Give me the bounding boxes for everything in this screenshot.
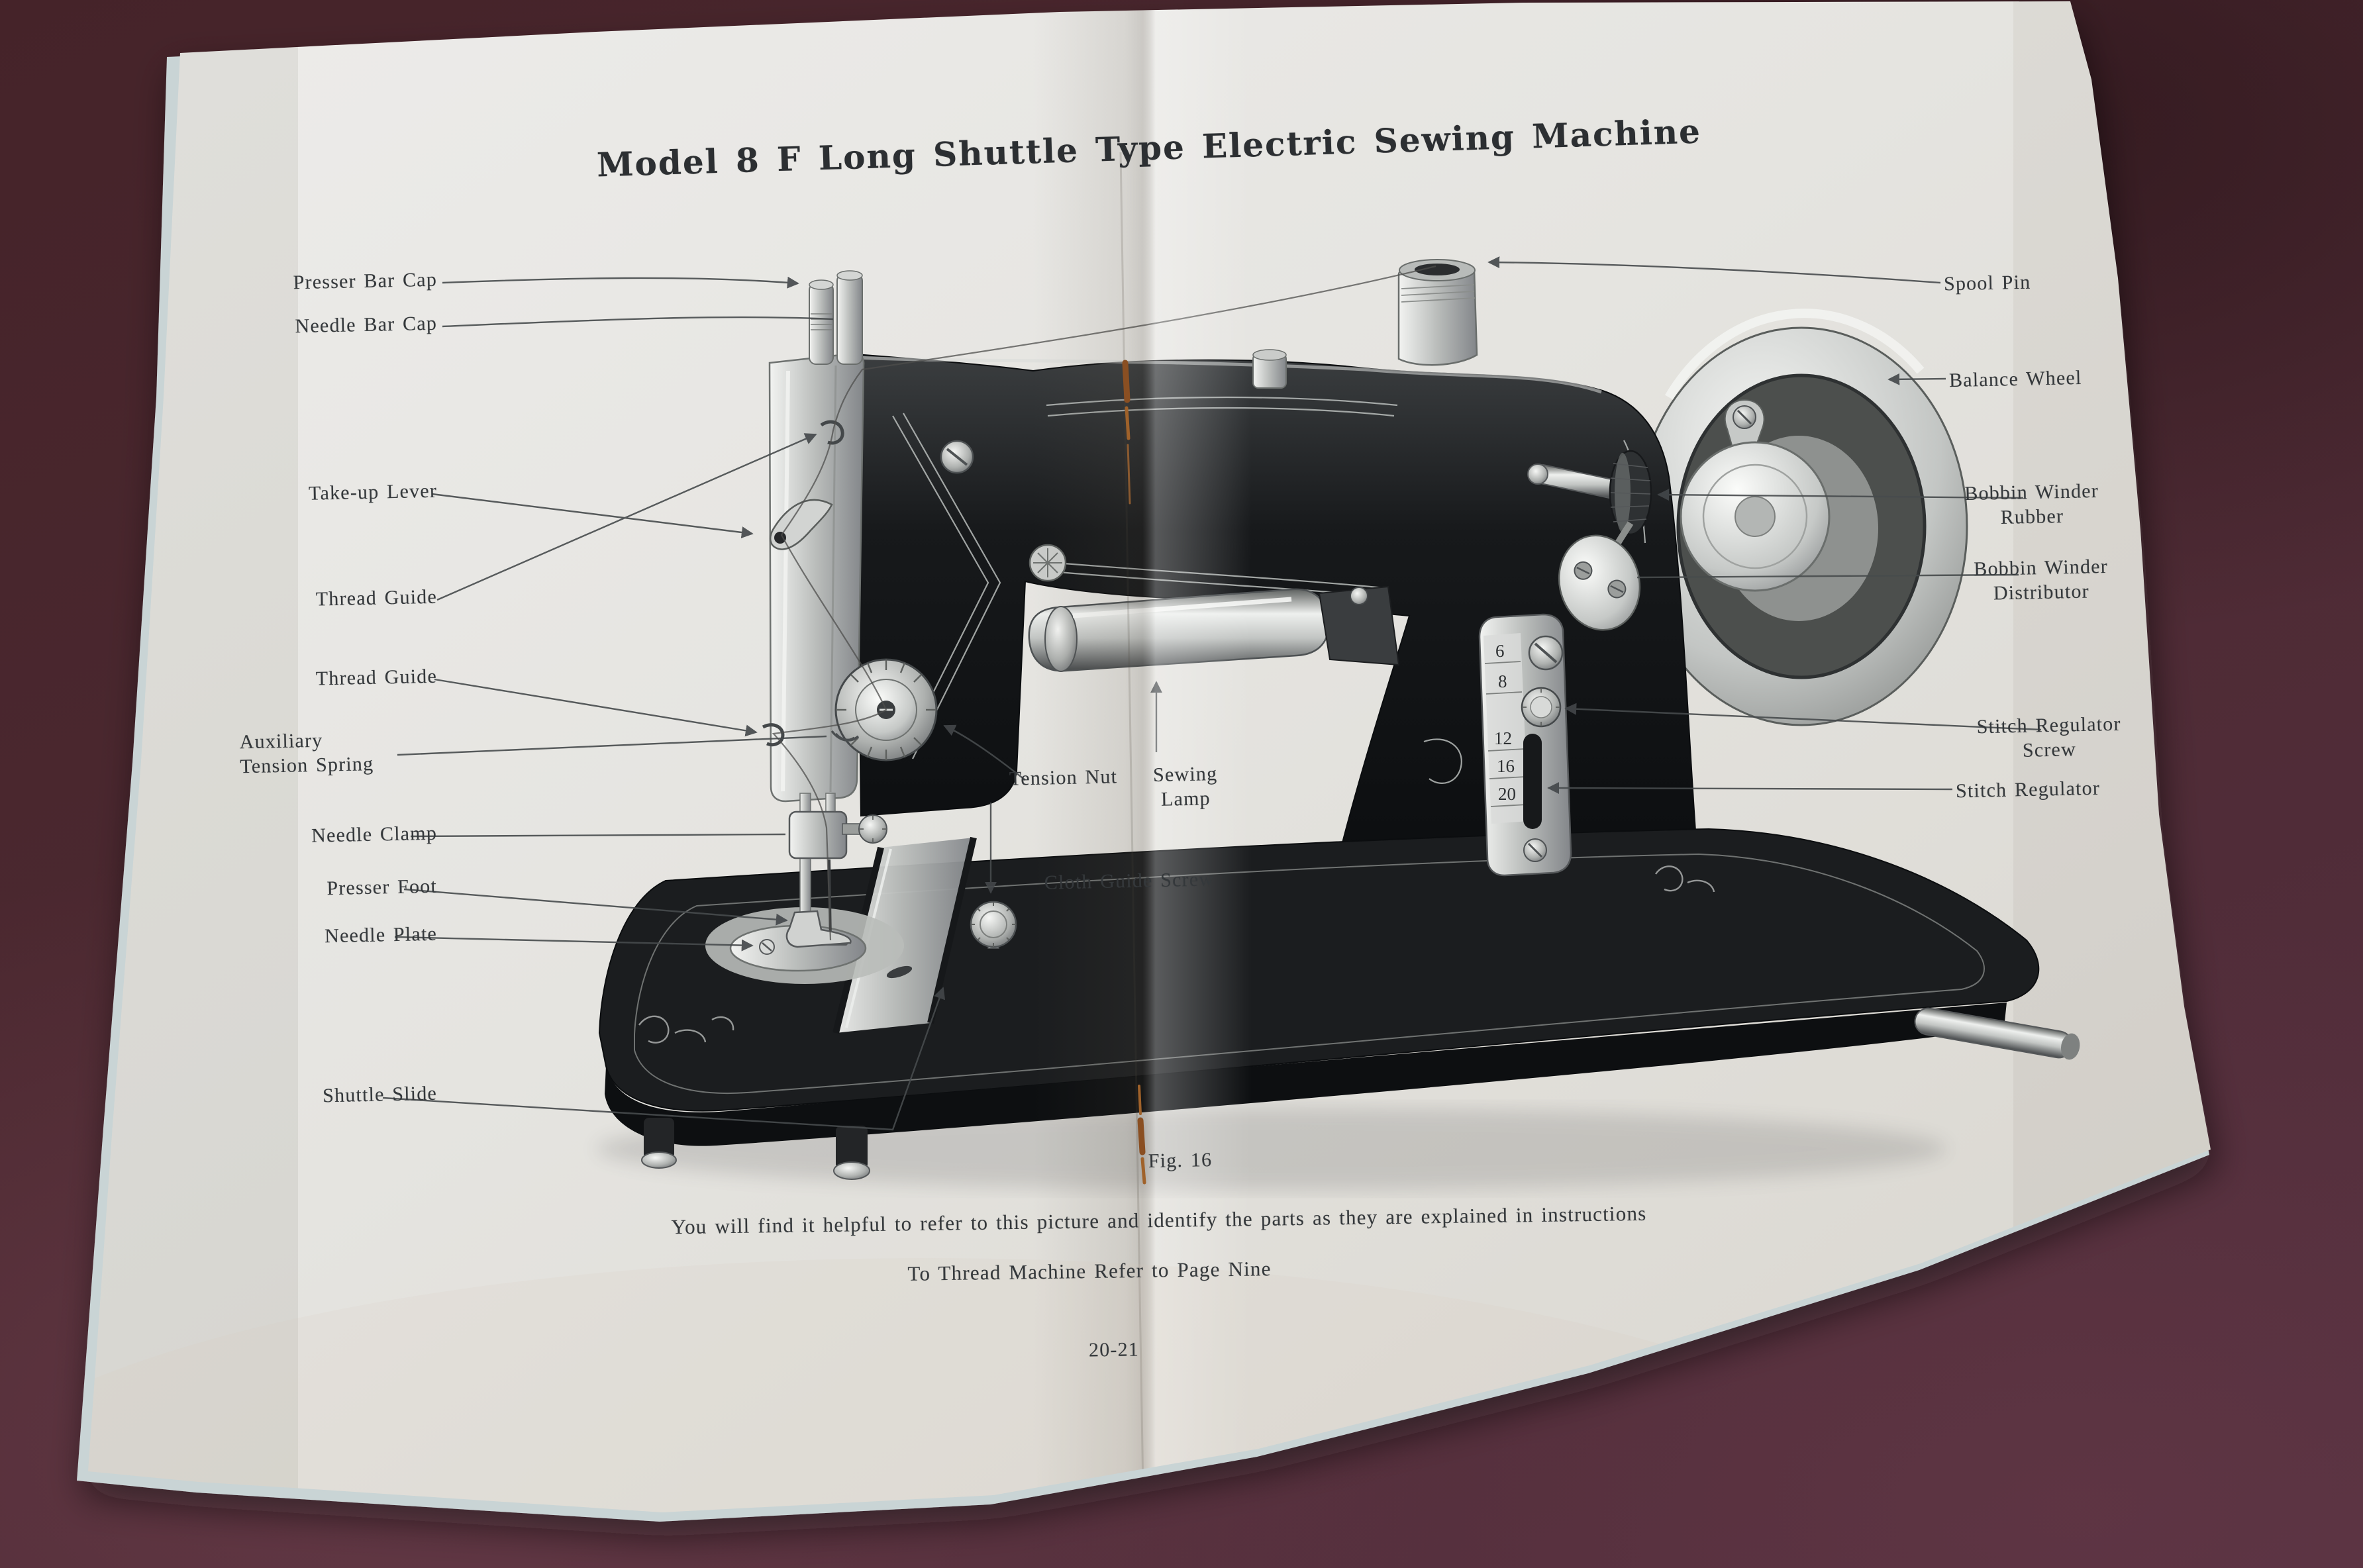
bed-rod — [1914, 1007, 2080, 1060]
leader-needle-clamp — [410, 833, 786, 838]
leader-shuttle-slide — [382, 987, 946, 1131]
regulator-slot — [1523, 734, 1542, 829]
fold-crease-line — [1119, 152, 1144, 1491]
stitch-scale-8: 8 — [1498, 671, 1507, 691]
leader-stitch-regulator — [1547, 782, 1953, 795]
stitch-scale-6: 6 — [1495, 641, 1505, 661]
leader-lines — [382, 256, 2042, 1131]
part-clutch-dome — [1680, 399, 1831, 592]
leader-auxiliary-tension-spring — [397, 735, 827, 756]
part-needle-bar-cap — [836, 270, 863, 365]
part-take-up-lever — [769, 499, 833, 550]
sewing-machine-illustration: 6 8 12 16 20 — [596, 259, 2080, 1190]
stitch-scale-12: 12 — [1494, 728, 1512, 748]
part-stitch-regulator: 6 8 12 16 20 — [1478, 613, 1572, 877]
leader-spool-pin — [1487, 256, 1941, 284]
fold-stitch-top — [1122, 360, 1131, 505]
part-presser-foot — [785, 910, 852, 948]
stitch-scale-16: 16 — [1497, 756, 1515, 776]
part-presser-bar-cap — [809, 279, 834, 365]
leader-bobbin-winder-rubber — [1657, 489, 2024, 501]
head-screw — [940, 440, 974, 474]
arm-top-highlight — [857, 356, 1602, 394]
paper-warm-light — [88, 1258, 1921, 1512]
part-auxiliary-tension-spring — [830, 730, 860, 742]
part-needle-clamp — [788, 810, 887, 859]
fold-stitch-bottom — [1137, 1085, 1146, 1185]
part-bobbin-winder-rubber — [1527, 450, 1652, 536]
bed-feet — [641, 1118, 870, 1180]
leader-tension-nut — [943, 724, 1026, 781]
stitch-scale-20: 20 — [1498, 784, 1516, 804]
leader-bobbin-winder-distributor — [1636, 573, 2019, 579]
right-edge-shading — [2013, 1, 2211, 1512]
page-fold — [1033, 1, 1252, 1512]
leader-take-up-lever — [431, 493, 754, 538]
leader-stitch-regulator-screw — [1564, 703, 2042, 731]
part-cloth-guide-screw — [970, 901, 1017, 949]
leader-needle-bar-cap — [442, 316, 834, 328]
leader-thread-guide-2 — [434, 678, 758, 737]
part-stitch-regulator-screw — [1521, 687, 1562, 728]
part-thread-guide-lower — [762, 723, 785, 747]
leader-presser-bar-cap — [442, 276, 799, 289]
leader-needle-plate — [394, 936, 754, 952]
leader-presser-foot — [403, 888, 788, 926]
leader-thread-guide-1 — [436, 433, 817, 601]
part-spool-pin — [1397, 259, 1478, 366]
part-thread-guide-upper — [820, 420, 844, 445]
arm-oil-cap — [1252, 349, 1287, 389]
part-bobbin-winder-distributor — [1558, 521, 1641, 631]
